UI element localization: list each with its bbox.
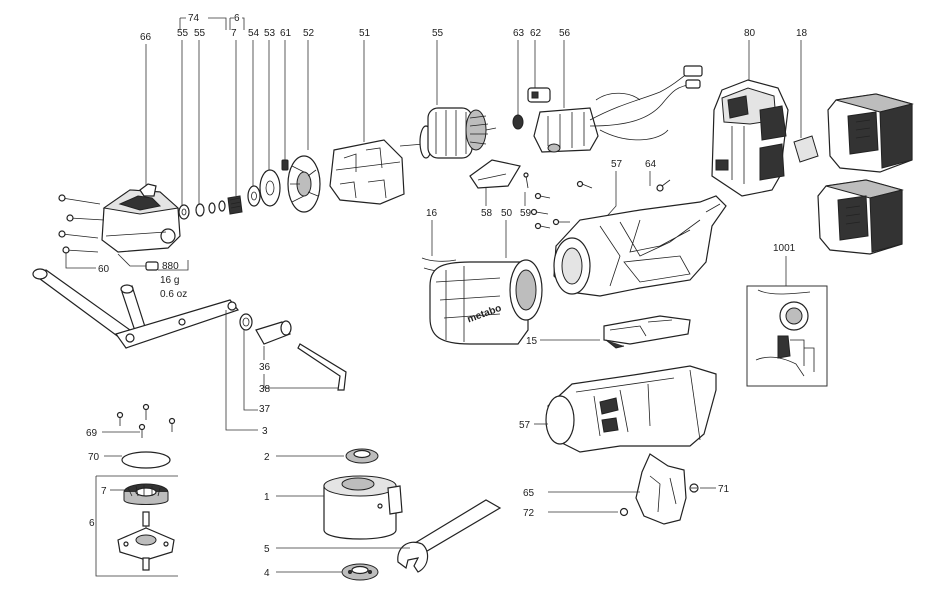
part-55-rotor bbox=[399, 107, 497, 159]
part-1-guard bbox=[323, 475, 403, 540]
part-52-fan bbox=[287, 155, 321, 213]
callout-59[interactable]: 59 bbox=[520, 208, 532, 219]
part-4-clamp-nut bbox=[341, 563, 379, 581]
callout-5[interactable]: 5 bbox=[264, 544, 270, 555]
housing-screws bbox=[530, 180, 593, 230]
callout-880[interactable]: 880 bbox=[162, 261, 179, 272]
callout-63[interactable]: 63 bbox=[513, 28, 525, 39]
callout-80[interactable]: 80 bbox=[744, 28, 756, 39]
part-7-bevel-gear bbox=[123, 483, 169, 505]
callout-69[interactable]: 69 bbox=[86, 428, 98, 439]
part-57-housing-lower bbox=[545, 365, 717, 453]
part-66-gear-head bbox=[101, 183, 181, 253]
weight-ounces: 0.6 oz bbox=[160, 289, 187, 300]
part-side-handle bbox=[32, 268, 240, 349]
callout-62[interactable]: 62 bbox=[530, 28, 542, 39]
part-71-screw bbox=[689, 483, 699, 493]
callout-72[interactable]: 72 bbox=[523, 508, 535, 519]
callout-74[interactable]: 74 bbox=[188, 13, 200, 24]
part-72-screw bbox=[619, 507, 629, 517]
part-69-screws bbox=[116, 403, 176, 438]
callout-1001[interactable]: 1001 bbox=[773, 243, 796, 254]
part-36-bolt bbox=[255, 320, 292, 345]
callout-54[interactable]: 54 bbox=[248, 28, 260, 39]
part-37-washer bbox=[239, 313, 253, 331]
callout-58[interactable]: 58 bbox=[481, 208, 493, 219]
callout-7-bottom[interactable]: 7 bbox=[101, 486, 107, 497]
part-55-bearings bbox=[178, 200, 226, 220]
part-50-motor-housing: metabo bbox=[429, 259, 543, 345]
part-5-wrench bbox=[397, 499, 502, 573]
part-58-bracket bbox=[469, 159, 521, 189]
callout-66[interactable]: 66 bbox=[140, 32, 152, 43]
part-6-spindle-flange bbox=[117, 511, 175, 571]
callout-6-bottom[interactable]: 6 bbox=[89, 518, 95, 529]
callout-53[interactable]: 53 bbox=[264, 28, 276, 39]
callout-7-top[interactable]: 7 bbox=[231, 28, 237, 39]
callout-55-a[interactable]: 55 bbox=[177, 28, 189, 39]
part-64-screw bbox=[656, 179, 671, 192]
part-15-switch bbox=[603, 315, 691, 349]
part-63-bearing bbox=[512, 114, 524, 130]
part-2-inner-flange bbox=[345, 448, 379, 464]
callout-38[interactable]: 38 bbox=[259, 384, 271, 395]
part-38-hex-key bbox=[297, 343, 347, 391]
callout-bracket-74-6: 74 6 bbox=[179, 13, 245, 30]
part-57-housing-upper bbox=[553, 195, 727, 297]
callout-55-c[interactable]: 55 bbox=[432, 28, 444, 39]
callout-15[interactable]: 15 bbox=[526, 336, 538, 347]
callout-57-bottom[interactable]: 57 bbox=[519, 420, 531, 431]
battery-pack-upper bbox=[827, 93, 914, 173]
callout-2[interactable]: 2 bbox=[264, 452, 270, 463]
part-18-label bbox=[793, 135, 819, 163]
part-53-plate bbox=[259, 169, 281, 207]
part-61-spring bbox=[281, 159, 289, 171]
callout-65[interactable]: 65 bbox=[523, 488, 535, 499]
callout-51[interactable]: 51 bbox=[359, 28, 371, 39]
inset-1001-detail bbox=[746, 285, 828, 387]
part-70-o-ring bbox=[121, 451, 171, 469]
callout-71[interactable]: 71 bbox=[718, 484, 730, 495]
callout-16[interactable]: 16 bbox=[426, 208, 438, 219]
callout-3[interactable]: 3 bbox=[262, 426, 268, 437]
weight-grams: 16 g bbox=[160, 275, 179, 286]
part-62-sensor bbox=[527, 87, 551, 103]
part-65-cover bbox=[635, 453, 687, 525]
part-80-battery-interface bbox=[711, 79, 789, 197]
part-54-bearing bbox=[247, 185, 261, 207]
callout-36[interactable]: 36 bbox=[259, 362, 271, 373]
part-880-small-piece bbox=[145, 261, 159, 271]
part-7-pinion bbox=[227, 195, 243, 215]
callout-4[interactable]: 4 bbox=[264, 568, 270, 579]
callout-60[interactable]: 60 bbox=[98, 264, 110, 275]
callout-70[interactable]: 70 bbox=[88, 452, 100, 463]
part-51-air-guide bbox=[329, 139, 405, 205]
callout-61[interactable]: 61 bbox=[280, 28, 292, 39]
callout-6-top[interactable]: 6 bbox=[234, 13, 240, 24]
callout-55-b[interactable]: 55 bbox=[194, 28, 206, 39]
callout-56[interactable]: 56 bbox=[559, 28, 571, 39]
callout-18[interactable]: 18 bbox=[796, 28, 808, 39]
part-60-screws bbox=[58, 194, 105, 254]
part-59-screw bbox=[523, 172, 529, 189]
callout-57-top[interactable]: 57 bbox=[611, 159, 623, 170]
callout-64[interactable]: 64 bbox=[645, 159, 657, 170]
battery-pack-lower bbox=[817, 179, 904, 255]
callout-37[interactable]: 37 bbox=[259, 404, 271, 415]
callout-52[interactable]: 52 bbox=[303, 28, 315, 39]
callout-1[interactable]: 1 bbox=[264, 492, 270, 503]
callout-50[interactable]: 50 bbox=[501, 208, 513, 219]
part-56-stator-wiring bbox=[533, 65, 703, 153]
